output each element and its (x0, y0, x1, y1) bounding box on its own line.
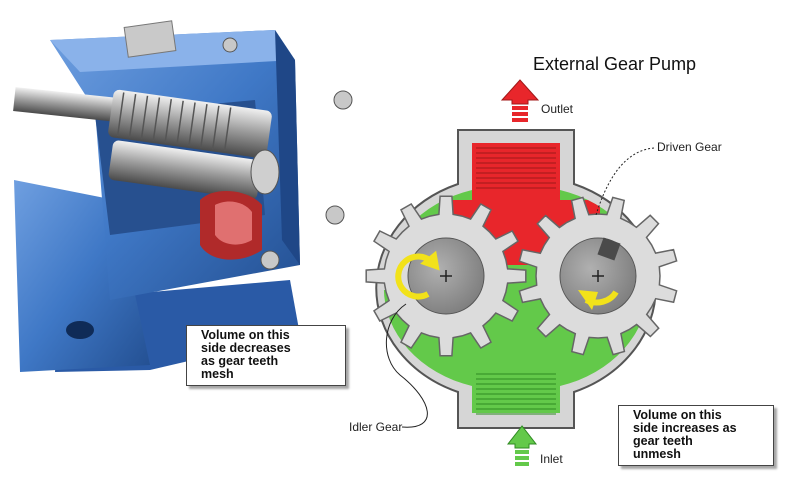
note-line: side increases as (633, 421, 737, 435)
name-plate (123, 20, 177, 58)
note-line: mesh (201, 367, 234, 381)
increase-volume-note: Volume on this side increases as gear te… (618, 405, 774, 466)
diagram-title: External Gear Pump (533, 54, 697, 74)
note-line: Volume on this (201, 328, 290, 342)
outlet-arrow (500, 79, 540, 122)
driven-gear-leader (595, 147, 655, 216)
gear-pump-cross-section (365, 79, 678, 466)
drive-gear (108, 89, 272, 159)
mount-hole (66, 321, 94, 339)
shaft-key (597, 237, 621, 261)
note-line: side decreases (201, 341, 291, 355)
note-line: Volume on this (633, 408, 722, 422)
idler-gear-photo (108, 140, 262, 200)
decrease-volume-note: Volume on this side decreases as gear te… (186, 325, 346, 386)
driven-gear-label: Driven Gear (657, 140, 722, 154)
inlet-arrow (506, 425, 538, 466)
pump-cutaway-illustration (13, 20, 353, 372)
idler-gear-leader (386, 303, 428, 428)
note-line: unmesh (633, 447, 681, 461)
note-line: as gear teeth (201, 354, 279, 368)
note-line: gear teeth (633, 434, 693, 448)
idler-gear-label: Idler Gear (349, 420, 403, 434)
inlet-label: Inlet (540, 452, 563, 466)
idler-rotation-arrow (395, 253, 435, 300)
outlet-label: Outlet (541, 102, 574, 116)
